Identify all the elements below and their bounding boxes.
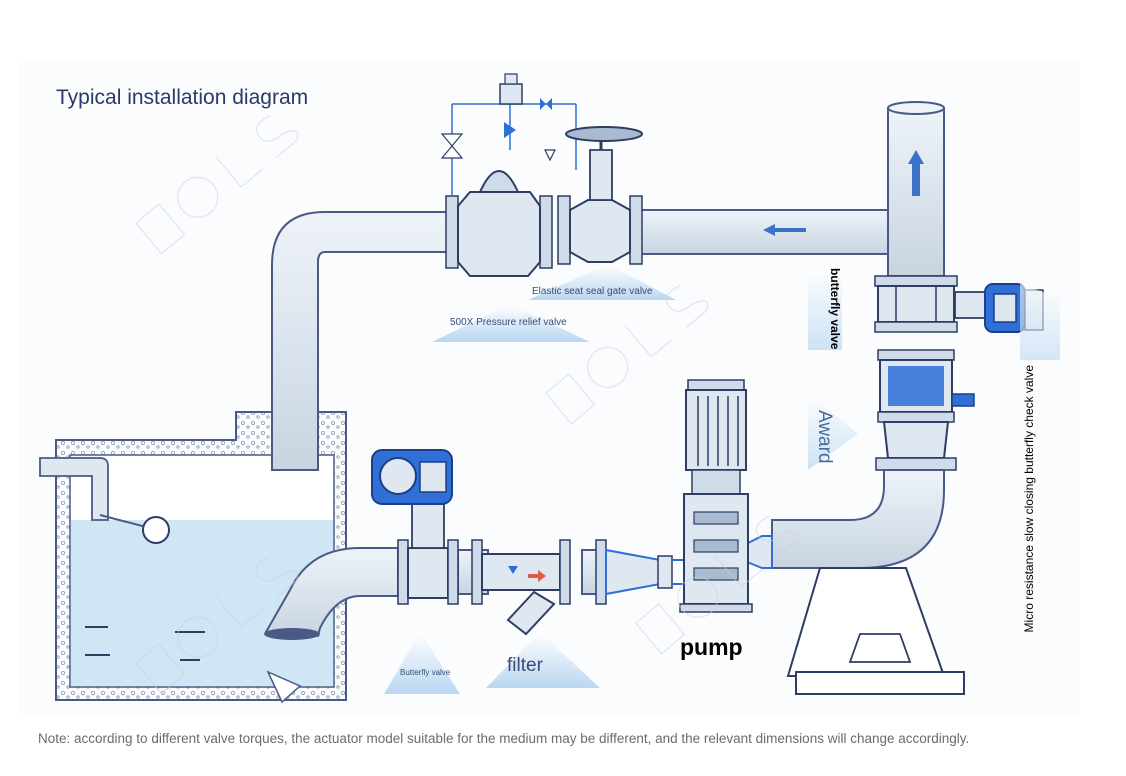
- filter-label: filter: [507, 655, 543, 676]
- vertical-pump: [679, 379, 753, 613]
- gate-valve-label: Elastic seat seal gate valve: [532, 286, 653, 297]
- diagram-title: Typical installation diagram: [56, 86, 309, 109]
- gate-valve-handwheel: [565, 126, 643, 142]
- pump-stand: [786, 567, 965, 695]
- pilot-valve: [499, 83, 523, 105]
- gate-valve: [557, 126, 643, 265]
- pump-motor: [685, 389, 747, 471]
- pressure-relief-valve-label: 500X Pressure relief valve: [450, 317, 567, 328]
- fols-watermark: [135, 115, 799, 695]
- butterfly-valve-top: [874, 275, 1044, 333]
- award-label: Award: [814, 410, 835, 464]
- label-highlights: [384, 264, 1060, 694]
- check-valve: [875, 349, 975, 471]
- check-valve-label: Micro resistance slow closing butterfly …: [1022, 365, 1036, 633]
- pressure-relief-valve: [440, 73, 577, 277]
- y-filter: [471, 539, 571, 636]
- butterfly-valve-bottom: [371, 449, 459, 605]
- butterfly-valve-top-label: butterfly valve: [828, 268, 842, 350]
- pump-outlet-pipe: [771, 469, 945, 569]
- pump-inlet-fittings: [595, 535, 773, 605]
- footnote: Note: according to different valve torqu…: [38, 731, 970, 746]
- float-valve: [39, 457, 170, 544]
- butterfly-valve-bottom-label: Butterfly valve: [400, 668, 451, 677]
- pump-label: pump: [680, 634, 743, 660]
